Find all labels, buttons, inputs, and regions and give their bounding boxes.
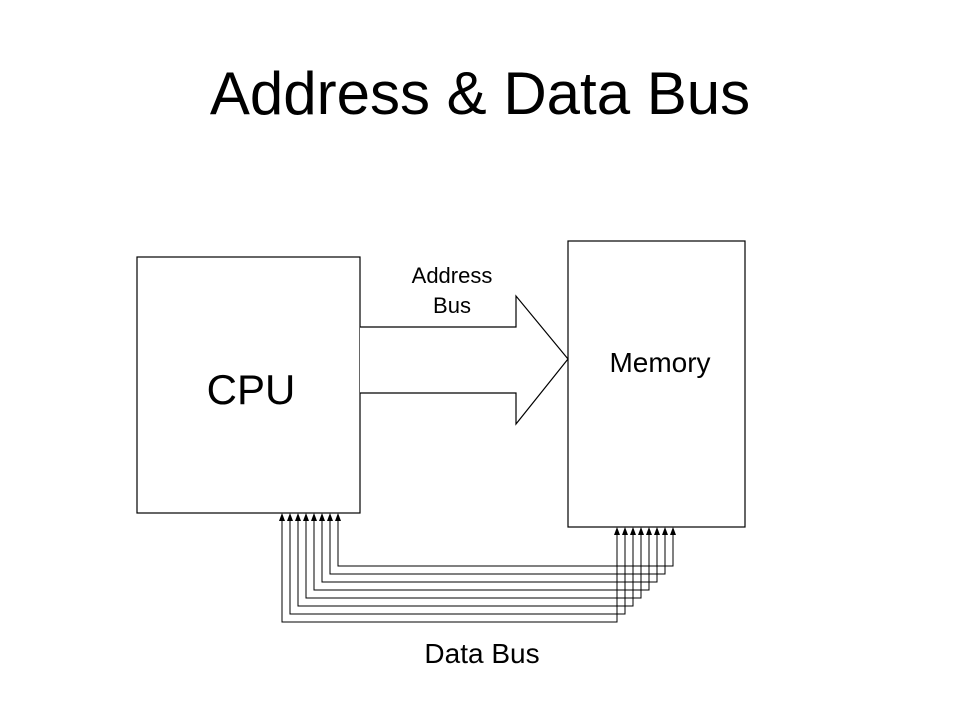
data-bus-arrowhead-cpu — [319, 513, 325, 521]
data-bus-wire — [305, 519, 642, 599]
data-bus-arrowhead-cpu — [279, 513, 285, 521]
cpu-label: CPU — [207, 366, 296, 413]
data-bus-arrowhead-cpu — [327, 513, 333, 521]
data-bus-arrowhead-memory — [638, 527, 644, 535]
data-bus-arrowhead-memory — [614, 527, 620, 535]
data-bus-arrowhead-memory — [670, 527, 676, 535]
memory-box — [567, 240, 746, 528]
data-bus-wire — [297, 519, 634, 607]
data-bus-arrowhead-memory — [654, 527, 660, 535]
cpu-box — [136, 256, 361, 514]
slide-title: Address & Data Bus — [209, 60, 751, 127]
data-bus-lines — [279, 513, 676, 623]
data-bus-arrowhead-cpu — [287, 513, 293, 521]
data-bus-arrowhead-cpu — [303, 513, 309, 521]
data-bus-arrowhead-memory — [622, 527, 628, 535]
data-bus-wire — [281, 519, 618, 623]
data-bus-wire — [313, 519, 650, 591]
data-bus-wire — [289, 519, 626, 615]
data-bus-label: Data Bus — [424, 638, 539, 669]
data-bus-arrowhead-memory — [662, 527, 668, 535]
data-bus-wire — [321, 519, 658, 583]
data-bus-arrowhead-cpu — [295, 513, 301, 521]
data-bus-arrowhead-cpu — [311, 513, 317, 521]
data-bus-arrowhead-cpu — [335, 513, 341, 521]
data-bus-wire — [337, 519, 674, 567]
data-bus-arrowhead-memory — [630, 527, 636, 535]
data-bus-arrowhead-memory — [646, 527, 652, 535]
address-bus-label-line2: Bus — [433, 293, 471, 318]
address-bus-label-line1: Address — [412, 263, 493, 288]
memory-label: Memory — [609, 347, 710, 378]
address-bus-arrow — [360, 294, 569, 426]
data-bus-wire — [329, 519, 666, 575]
